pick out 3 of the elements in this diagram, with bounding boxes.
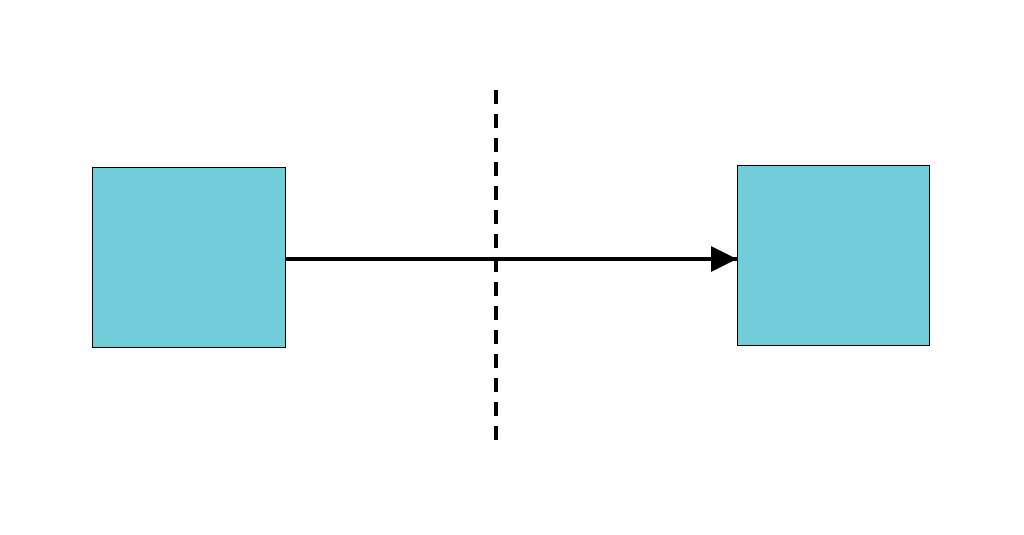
arrow — [286, 246, 737, 272]
square-box — [92, 167, 286, 348]
square-box — [737, 165, 930, 346]
